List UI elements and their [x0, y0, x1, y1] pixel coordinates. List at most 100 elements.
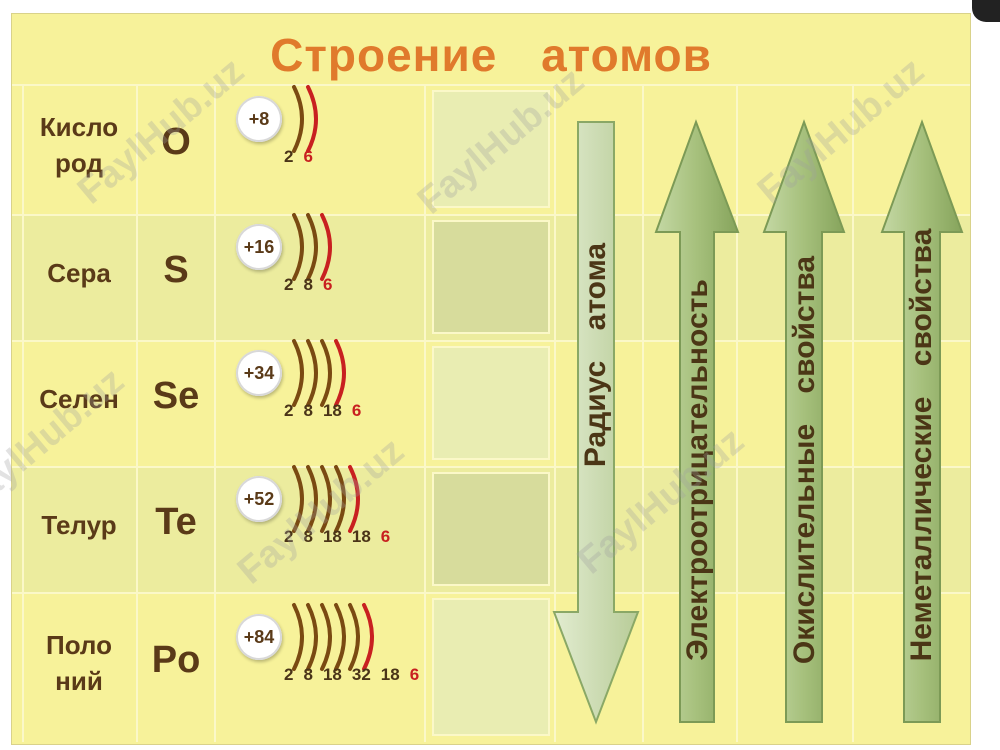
grid-line [736, 84, 738, 742]
window-corner [972, 0, 1000, 22]
empty-cell [432, 598, 550, 736]
arrow-atomic-radius [552, 121, 640, 725]
element-name-line: Селен [39, 384, 119, 414]
electron-shell [292, 603, 304, 671]
electron-shell [306, 85, 318, 153]
electron-count: 18 [322, 401, 342, 420]
electron-count: 18 [322, 665, 342, 684]
empty-cell [432, 472, 550, 586]
element-name: Телур [24, 507, 134, 543]
grid-line [12, 466, 970, 468]
element-name-line: Телур [41, 510, 117, 540]
nucleus-charge: +34 [236, 350, 282, 396]
electron-count: 8 [303, 401, 313, 420]
electron-count: 18 [322, 527, 342, 546]
electron-shell [348, 603, 360, 671]
grid-line [12, 84, 970, 86]
arrow-label-oxidizing: Окислительные свойства [788, 255, 821, 665]
element-symbol: Po [151, 639, 201, 681]
electron-count: 6 [322, 275, 333, 294]
electron-shell [362, 603, 374, 671]
electron-count: 2 [284, 527, 294, 546]
electron-shells [292, 603, 374, 671]
grid-line [852, 84, 854, 742]
electron-shell [320, 603, 332, 671]
grid-line [12, 592, 970, 594]
electron-shells [292, 465, 360, 533]
electron-count: 6 [409, 665, 420, 684]
electron-shell [306, 213, 318, 281]
electron-count: 6 [380, 527, 391, 546]
arrow-oxidizing [762, 119, 846, 723]
electron-count: 8 [303, 275, 313, 294]
element-name-line: Поло [46, 630, 112, 660]
electron-shell [348, 465, 360, 533]
electron-count: 2 [284, 401, 294, 420]
element-symbol: S [163, 249, 189, 291]
arrow-label-electronegativity: Электроотрицательность [681, 279, 714, 661]
arrow-label-nonmetallic: Неметаллические свойства [905, 228, 938, 662]
nucleus-charge: +52 [236, 476, 282, 522]
grid-line [642, 84, 644, 742]
electron-shell [334, 603, 346, 671]
arrow-label-radius: Радиус атома [579, 242, 612, 468]
electron-shell [306, 339, 318, 407]
element-name: Поло ний [24, 627, 134, 699]
grid-line [424, 84, 426, 742]
electron-shell [320, 465, 332, 533]
page-title: Строение атомов [270, 29, 712, 81]
nucleus-charge: +8 [236, 96, 282, 142]
arrow-electronegativity [654, 119, 740, 723]
electron-count: 32 [351, 665, 371, 684]
grid-line [136, 84, 138, 742]
electron-count: 8 [303, 527, 313, 546]
electron-shell [334, 339, 346, 407]
grid-line [22, 84, 24, 742]
element-symbol: Te [155, 501, 197, 543]
element-name: Сера [24, 255, 134, 291]
empty-cell [432, 90, 550, 208]
electron-shell [292, 213, 304, 281]
electron-shells [292, 85, 318, 153]
electron-shells [292, 213, 332, 281]
element-symbol: O [161, 121, 191, 163]
element-symbol: Se [152, 375, 200, 417]
element-name-line: ний [55, 666, 103, 696]
element-name-line: род [55, 148, 103, 178]
electron-count: 6 [351, 401, 362, 420]
grid-line [12, 340, 970, 342]
electron-shell [292, 339, 304, 407]
element-name: Селен [24, 381, 134, 417]
element-name-line: Сера [47, 258, 111, 288]
electron-count: 18 [380, 665, 400, 684]
electron-shell [306, 603, 318, 671]
grid-line [554, 84, 556, 742]
electron-count: 8 [303, 665, 313, 684]
electron-shell [320, 339, 332, 407]
electron-shell [320, 213, 332, 281]
electron-count: 2 [284, 665, 294, 684]
grid-line [12, 214, 970, 216]
nucleus-charge: +16 [236, 224, 282, 270]
electron-count: 18 [351, 527, 371, 546]
empty-cell [432, 346, 550, 460]
nucleus-charge: +84 [236, 614, 282, 660]
electron-shells [292, 339, 346, 407]
electron-shell [292, 85, 304, 153]
arrow-nonmetallic [880, 119, 964, 723]
grid-line [214, 84, 216, 742]
electron-count: 6 [303, 147, 313, 166]
electron-shell [306, 465, 318, 533]
empty-cell [432, 220, 550, 334]
electron-count: 2 [284, 275, 294, 294]
electron-count: 2 [284, 147, 294, 166]
electron-shell [292, 465, 304, 533]
electron-shell [334, 465, 346, 533]
